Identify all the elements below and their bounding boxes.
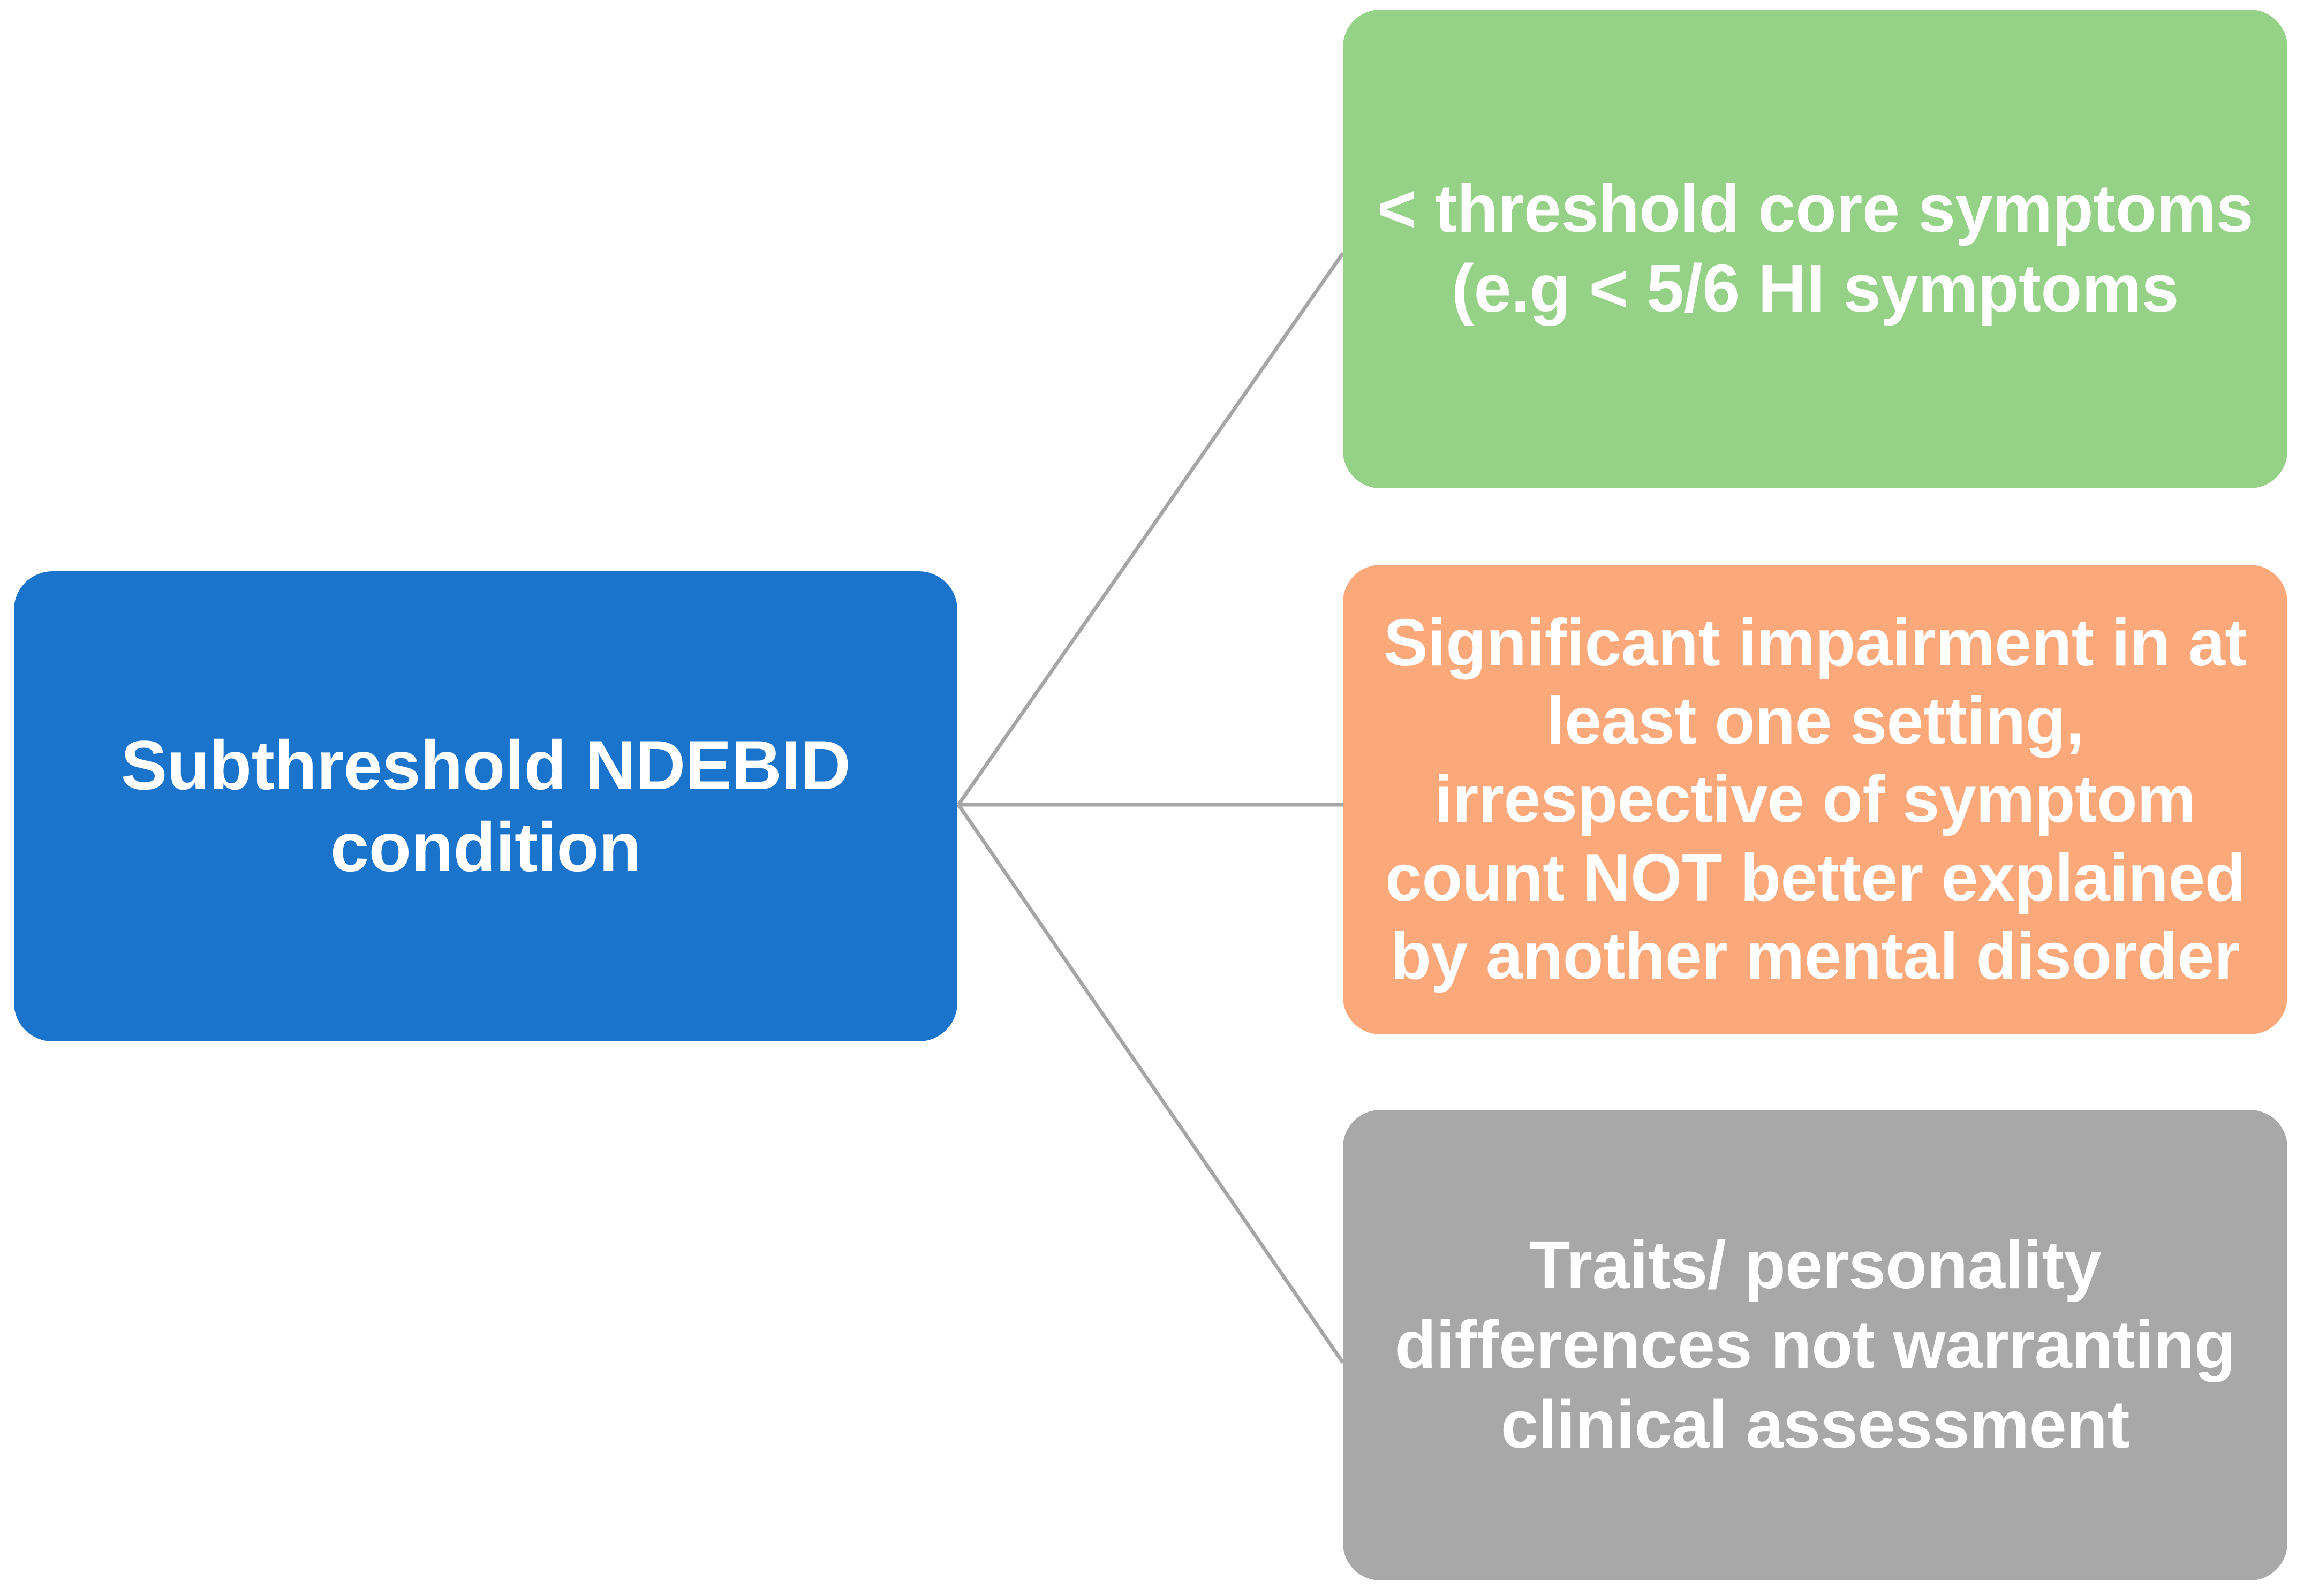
node-root[interactable]: Subthreshold NDEBID condition: [14, 571, 957, 1041]
node-core-symptoms-label: < threshold core symptoms (e.g < 5/6 HI …: [1377, 171, 2254, 326]
connector-line-core-symptoms: [957, 252, 1344, 806]
node-core-symptoms[interactable]: < threshold core symptoms (e.g < 5/6 HI …: [1343, 10, 2287, 488]
node-traits[interactable]: Traits/ personality differences not warr…: [1343, 1110, 2287, 1580]
node-root-label: Subthreshold NDEBID condition: [120, 725, 851, 886]
node-impairment-label: Significant impairment in at least one s…: [1384, 606, 2247, 993]
node-impairment[interactable]: Significant impairment in at least one s…: [1343, 565, 2287, 1034]
node-traits-label: Traits/ personality differences not warr…: [1395, 1227, 2235, 1462]
connector-line-traits: [957, 804, 1344, 1364]
